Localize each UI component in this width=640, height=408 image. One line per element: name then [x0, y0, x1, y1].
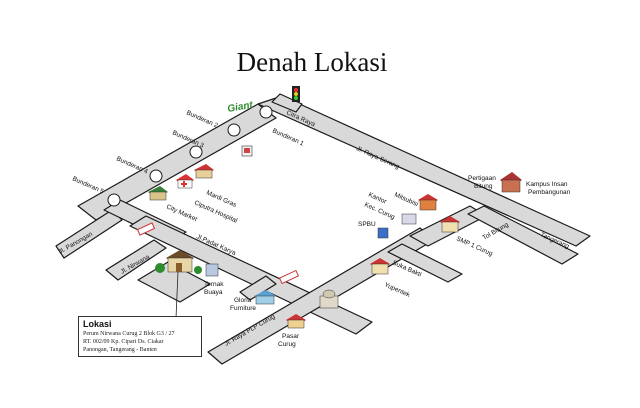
campus-icon	[500, 172, 522, 193]
road-jl-panongan	[55, 209, 123, 259]
label-pasar: Pasar	[282, 333, 300, 340]
traffic-light-icon	[292, 86, 300, 102]
map-title: Denah Lokasi	[237, 47, 388, 77]
roundabouts	[107, 105, 273, 207]
ternak-buaya-icon	[205, 263, 219, 277]
label-bunderan-5: Bunderan 5	[71, 175, 105, 195]
label-mitsubisi: Mitsubisi	[393, 191, 419, 208]
label-bitung: Bitung	[474, 183, 493, 190]
mardi-gras-building-icon	[194, 164, 214, 179]
mitsubisi-icon	[418, 194, 438, 211]
location-line-1: Perum Nirwana Curug 2 Blok G3 / 27	[83, 331, 175, 337]
location-pointer	[175, 271, 179, 319]
roundabout-bunderan-2	[227, 123, 241, 137]
pasar-curug-icon	[286, 314, 306, 329]
road-network	[55, 93, 591, 365]
label-bunderan-1: Bunderan 1	[271, 127, 305, 147]
mosque-icon	[319, 289, 339, 309]
roundabout-bunderan-3	[189, 145, 203, 159]
location-line-3: Panongan, Tangerang - Banten	[83, 347, 157, 353]
kantor-icon	[401, 213, 417, 225]
location-info-box: Lokasi Perum Nirwana Curug 2 Blok G3 / 2…	[78, 316, 202, 357]
yupentek-icon	[370, 258, 390, 275]
gas-station-icon	[377, 227, 389, 239]
roundabout-bunderan-5	[107, 193, 121, 207]
home-location-icon	[155, 250, 202, 274]
label-ternak: Ternak	[204, 281, 224, 288]
city-market-icon	[148, 186, 168, 201]
label-kampus: Kampus Insan	[526, 181, 568, 188]
roundabout-bunderan-4	[149, 169, 163, 183]
label-curug: Curug	[278, 341, 296, 348]
school-icon	[440, 216, 460, 233]
label-bunderan-2: Bunderan 2	[185, 109, 219, 129]
label-pembangunan: Pembangunan	[528, 189, 571, 196]
label-spbu: SPBU	[358, 221, 376, 228]
label-bunderan-4: Bunderan 4	[115, 155, 149, 175]
label-yupentek: Yupentek	[383, 281, 411, 299]
sign-icon-2	[278, 269, 300, 285]
giant-logo: Giant	[227, 100, 255, 115]
road-tol-bitung	[467, 205, 579, 265]
road-bunderan-axis	[77, 103, 277, 221]
label-furniture: Furniture	[230, 305, 256, 312]
location-heading: Lokasi	[83, 319, 112, 329]
label-buaya: Buaya	[204, 289, 223, 296]
label-city-market: City Market	[165, 203, 198, 223]
road-jl-raya-serang	[257, 95, 591, 247]
location-line-2: RT. 002/09 Kp. Cipari Ds. Ciakar	[83, 339, 164, 345]
sign-icon	[136, 222, 156, 236]
roundabout-bunderan-1	[259, 105, 273, 119]
shop-icon	[241, 145, 253, 157]
road-crossroad	[239, 275, 277, 301]
label-gloria: Gloria	[234, 297, 252, 304]
label-pertigaan: Pertigaan	[468, 175, 496, 182]
hospital-icon	[176, 174, 194, 189]
road-suka-bakti	[387, 243, 463, 283]
road-jl-nirwana	[105, 239, 167, 281]
gloria-furniture-icon	[254, 290, 276, 305]
label-kec-curug: Kec. Curug	[363, 201, 396, 221]
